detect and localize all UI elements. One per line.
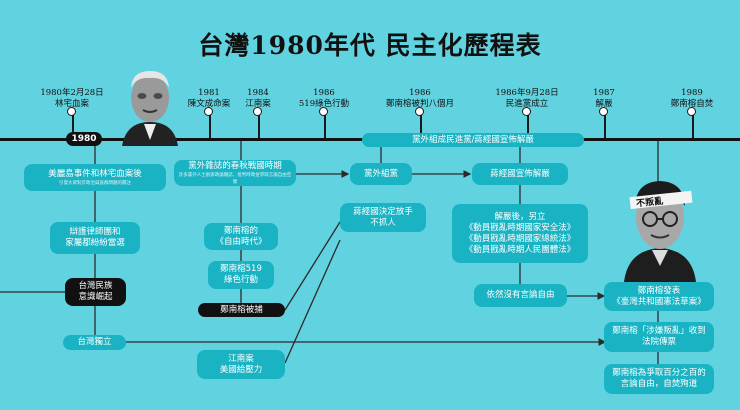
box-text: 台灣民族: [78, 281, 113, 291]
timeline-dot: [522, 107, 531, 116]
box-text: 法院傳票: [641, 337, 676, 347]
box-new-laws: 解嚴後，另立 《動員戡亂時期國家安全法》 《動員戡亂時期國家總統法》 《動員戡亂…: [452, 204, 588, 263]
event-label: 519綠色行動: [298, 99, 350, 109]
timeline-dot: [204, 107, 213, 116]
box-text: 鄭南榕519: [220, 264, 262, 274]
portrait-headband-man: 不叛亂: [620, 172, 700, 282]
box-text: 鄭南榕發表: [637, 285, 681, 296]
box-text: 台灣獨立: [77, 337, 112, 347]
box-text: 鄭南榕為爭取百分之百的: [612, 368, 706, 378]
box-martial-law-lifted: 蔣經國宣佈解嚴: [472, 163, 568, 185]
event-date: 1989: [681, 88, 703, 98]
timeline-tick: [420, 114, 422, 138]
box-text: 鄭南榕的: [223, 225, 258, 236]
timeline-dot: [319, 107, 328, 116]
page-title: 台灣1980年代 民主化歷程表: [198, 31, 542, 60]
box-text: 蔣經國宣佈解嚴: [490, 168, 550, 179]
box-text: 美國給壓力: [219, 364, 263, 375]
box-nylon-arrested: 鄭南榕被捕: [198, 303, 285, 317]
box-formosa-incident: 美麗島事件和林宅血案後 引發大眾對於政治與族群問題的關注: [24, 164, 166, 191]
box-text: 不抓人: [370, 217, 396, 228]
box-dangwai-magazines: 黨外雜誌的春秋戰國時期 許多黨外人士創辦政論雜誌，批判時政並爭取言論自由空間: [174, 160, 296, 186]
box-text: 《動員戡亂時期國家總統法》: [464, 233, 576, 244]
timeline-tick: [527, 114, 529, 138]
event-label: 解嚴: [595, 99, 613, 109]
box-text: 《自由時代》: [215, 236, 267, 247]
timeline-dot: [415, 107, 424, 116]
box-self-immolation: 鄭南榕為爭取百分之百的 言論自由，自焚殉道: [604, 364, 714, 394]
box-519-green-action: 鄭南榕519 綠色行動: [208, 261, 274, 289]
timeline-event: 1986年9月28日民進黨成立: [481, 88, 573, 110]
event-date: 1981: [198, 88, 220, 98]
box-subtext: 許多黨外人士創辦政論雜誌，批判時政並爭取言論自由空間: [178, 172, 292, 185]
box-text: 美麗島事件和林宅血案後: [48, 168, 142, 179]
event-date: 1980年2月28日: [40, 88, 104, 98]
timeline-dot: [67, 107, 76, 116]
box-jiangnan-pressure: 江南案 美國給壓力: [197, 350, 285, 379]
box-text: 江南案: [228, 353, 254, 364]
timeline-tick: [324, 114, 326, 138]
box-court-summons: 鄭南榕「涉嫌叛亂」收到 法院傳票: [604, 322, 714, 352]
box-no-free-speech: 依然沒有言論自由: [474, 284, 567, 307]
headband-text: 不叛亂: [636, 195, 664, 210]
timeline-event: 1980年2月28日林宅血案: [26, 88, 118, 110]
box-form-party: 黨外組黨: [350, 163, 412, 185]
event-label: 鄭南榕被判八個月: [385, 99, 454, 109]
event-label: 民進黨成立: [505, 99, 549, 109]
box-text: 辯護律師團和: [69, 227, 121, 237]
timeline-banner: 黨外組成民進黨/蔣經國宣佈解嚴: [362, 133, 584, 147]
box-text: 鄭南榕「涉嫌叛亂」收到: [612, 326, 706, 336]
timeline-tick: [258, 114, 260, 138]
timeline-tick: [692, 114, 694, 138]
event-label: 江南案: [245, 99, 271, 109]
event-label: 林宅血案: [54, 99, 89, 109]
box-lawyers-elected: 辯護律師團和 家屬都紛紛當選: [50, 222, 140, 254]
box-text: 《臺灣共和國憲法草案》: [612, 296, 706, 307]
timeline-tick: [604, 114, 606, 138]
event-date: 1987: [593, 88, 615, 98]
box-text: 黨外雜誌的春秋戰國時期: [188, 160, 282, 171]
box-no-arrests: 蔣經國決定放手 不抓人: [340, 203, 426, 232]
timeline-tick: [72, 114, 74, 138]
box-text: 家屬都紛紛當選: [65, 238, 125, 248]
box-taiwan-independence: 台灣獨立: [63, 335, 126, 350]
box-freedom-era: 鄭南榕的 《自由時代》: [204, 223, 278, 250]
event-date: 1986: [313, 88, 335, 98]
box-text: 鄭南榕被捕: [220, 304, 263, 315]
timeline-dot: [687, 107, 696, 116]
event-date: 1986年9月28日: [495, 88, 559, 98]
timeline-tick: [209, 114, 211, 138]
box-text: 解嚴後，另立: [494, 211, 546, 222]
box-text: 綠色行動: [223, 275, 258, 285]
event-label: 鄭南榕自焚: [670, 99, 714, 109]
portrait-old-man: [118, 66, 182, 146]
timeline-dot: [253, 107, 262, 116]
event-label: 陳文成命案: [187, 99, 231, 109]
box-text: 黨外組黨: [363, 168, 398, 179]
box-text: 《動員戡亂時期國家安全法》: [464, 222, 576, 233]
box-constitution-draft: 鄭南榕發表 《臺灣共和國憲法草案》: [604, 282, 714, 311]
event-date: 1984: [247, 88, 269, 98]
timeline-dot: [599, 107, 608, 116]
box-text: 意識崛起: [78, 292, 113, 302]
box-national-consciousness: 台灣民族 意識崛起: [65, 278, 126, 306]
box-subtext: 引發大眾對於政治與族群問題的關注: [59, 180, 131, 186]
box-text: 言論自由，自焚殉道: [620, 379, 698, 389]
box-text: 依然沒有言論自由: [486, 290, 555, 300]
box-text: 蔣經國決定放手: [353, 206, 413, 217]
box-text: 《動員戡亂時期人民團體法》: [464, 244, 576, 255]
event-date: 1986: [409, 88, 431, 98]
year-marker: 1980: [66, 132, 102, 146]
